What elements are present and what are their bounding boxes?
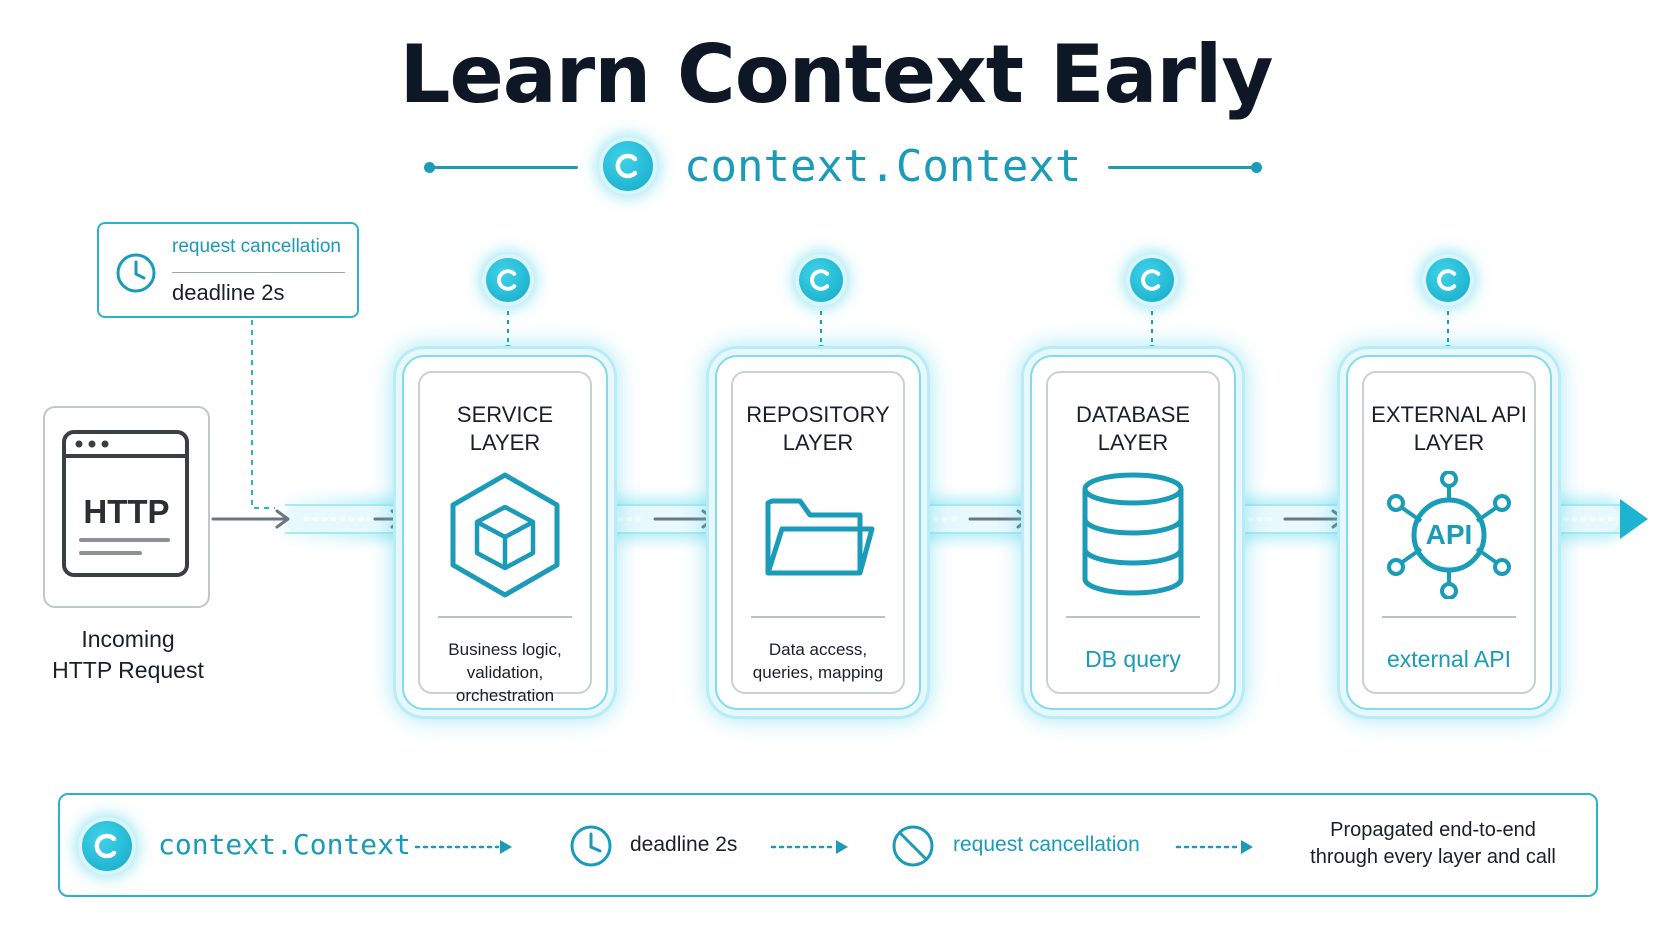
http-caption-line1: Incoming	[81, 626, 175, 652]
api-icon-text: API	[1425, 519, 1473, 550]
external-api-description: external API	[1386, 646, 1512, 672]
service-divider	[438, 616, 572, 618]
database-layer-card: DATABASE LAYER DB query	[1030, 355, 1236, 710]
external-api-layer-title: EXTERNAL API LAYER	[1364, 401, 1534, 457]
legend-cancel-icon	[892, 825, 934, 867]
service-desc-line1: Business logic,	[448, 640, 562, 659]
legend-context-icon	[82, 821, 132, 871]
database-layer-title: DATABASE LAYER	[1048, 401, 1218, 457]
subtitle: context.Context	[684, 141, 1082, 192]
clock-icon	[116, 253, 156, 293]
legend-bar: context.Context deadline 2s request canc…	[58, 793, 1598, 897]
legend-clock-icon	[570, 825, 612, 867]
browser-window-icon	[62, 430, 189, 577]
context-badge-icon	[603, 141, 653, 191]
subtitle-right-rule	[1108, 162, 1262, 173]
http-request-card: HTTP	[43, 406, 210, 608]
service-context-badge-icon	[486, 258, 530, 302]
repository-description: Data access, queries, mapping	[733, 638, 903, 684]
legend-context-label: context.Context	[158, 828, 411, 861]
database-context-badge-icon	[1130, 258, 1174, 302]
service-title-line1: SERVICE	[456, 402, 554, 427]
legend-deadline-label: deadline 2s	[630, 833, 738, 856]
subtitle-left-rule	[424, 162, 578, 173]
legend-propagation-note: Propagated end-to-end through every laye…	[1288, 817, 1578, 871]
http-label: HTTP	[83, 493, 170, 530]
context-annotation: request cancellation deadline 2s	[97, 222, 359, 318]
note-divider	[172, 272, 345, 273]
service-layer-card: SERVICE LAYER Business logic, validation…	[402, 355, 608, 710]
repository-title-line2: LAYER	[782, 430, 854, 455]
note-cancellation-text: request cancellation	[172, 236, 341, 257]
service-layer-title: SERVICE LAYER	[420, 401, 590, 457]
legend-cancellation-label: request cancellation	[953, 833, 1140, 856]
service-title-line2: LAYER	[469, 430, 541, 455]
http-caption-line2: HTTP Request	[52, 657, 204, 683]
service-desc-line2: validation, orchestration	[455, 663, 555, 705]
database-icon	[1048, 471, 1218, 599]
database-description: DB query	[1085, 646, 1181, 672]
repository-desc-line2: queries, mapping	[752, 663, 884, 682]
database-title-line2: LAYER	[1097, 430, 1169, 455]
repository-layer-inner: REPOSITORY LAYER Data access, queries, m…	[731, 371, 905, 694]
subtitle-row: context.Context	[0, 135, 1672, 197]
external-api-divider	[1382, 616, 1516, 618]
repository-divider	[751, 616, 885, 618]
external-api-layer-inner: EXTERNAL API LAYER	[1362, 371, 1536, 694]
page-title: Learn Context Early	[399, 28, 1274, 121]
service-description: Business logic, validation, orchestratio…	[420, 638, 590, 707]
repository-layer-card: REPOSITORY LAYER Data access, queries, m…	[715, 355, 921, 710]
legend-final-line2: through every layer and call	[1310, 846, 1556, 868]
legend-arrow-1	[414, 840, 512, 854]
database-divider	[1066, 616, 1200, 618]
service-layer-inner: SERVICE LAYER Business logic, validation…	[418, 371, 592, 705]
external-api-layer-card: EXTERNAL API LAYER	[1346, 355, 1552, 710]
repository-title-line1: REPOSITORY	[746, 402, 890, 427]
api-network-icon: API	[1364, 471, 1534, 599]
external-api-title-line1: EXTERNAL API	[1371, 402, 1527, 427]
http-caption: Incoming HTTP Request	[28, 624, 228, 686]
external-api-context-badge-icon	[1426, 258, 1470, 302]
database-layer-inner: DATABASE LAYER DB query	[1046, 371, 1220, 694]
repository-desc-line1: Data access,	[768, 640, 868, 659]
note-deadline-text: deadline 2s	[172, 280, 285, 305]
cube-hexagon-icon	[420, 471, 590, 599]
folder-icon	[733, 471, 903, 599]
repository-context-badge-icon	[799, 258, 843, 302]
legend-arrow-2	[770, 840, 848, 854]
external-api-title-line2: LAYER	[1413, 430, 1485, 455]
legend-final-line1: Propagated end-to-end	[1330, 819, 1536, 841]
database-title-line1: DATABASE	[1075, 402, 1191, 427]
repository-layer-title: REPOSITORY LAYER	[733, 401, 903, 457]
legend-arrow-3	[1175, 840, 1253, 854]
